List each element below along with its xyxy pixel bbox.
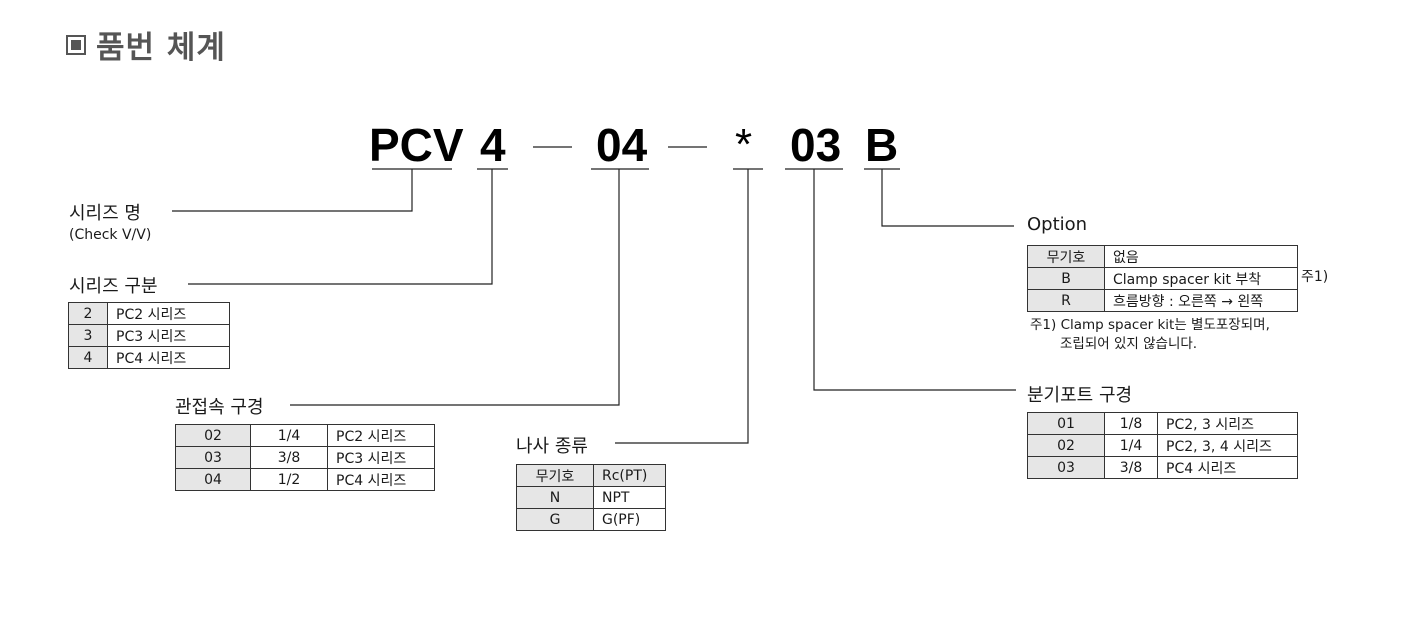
pipe-size-code: 02 <box>175 424 251 447</box>
pipe-size-code: 04 <box>175 468 251 491</box>
series-type-desc: PC3 시리즈 <box>107 324 230 347</box>
code-thread: * <box>735 120 753 169</box>
option-code: B <box>1027 267 1105 290</box>
thread-type-label: 나사 종류 <box>516 436 588 457</box>
branch-port-code: 03 <box>1027 456 1105 479</box>
option-footnote-ref: 주1) <box>1301 269 1329 285</box>
series-type-desc: PC2 시리즈 <box>107 302 230 325</box>
pipe-size-label: 관접속 구경 <box>175 397 264 418</box>
option-code: 무기호 <box>1027 245 1105 268</box>
leader-branch-port <box>813 169 1016 391</box>
leader-series-name <box>172 169 413 212</box>
thread-type-code: G <box>516 508 594 531</box>
page-title: 품번 체계 <box>66 22 226 67</box>
table-row: 03 3/8 PC3 시리즈 <box>175 446 435 469</box>
branch-port-size: 1/8 <box>1104 412 1158 435</box>
thread-type-table: 무기호 Rc(PT) N NPT G G(PF) <box>516 464 666 531</box>
table-row: 01 1/8 PC2, 3 시리즈 <box>1027 412 1298 435</box>
option-label: Option <box>1027 214 1088 235</box>
thread-type-desc: G(PF) <box>593 508 666 531</box>
pipe-size-size: 1/2 <box>250 468 328 491</box>
leader-pipe-size <box>290 169 620 406</box>
series-name-label: 시리즈 명 <box>69 203 141 224</box>
table-row: G G(PF) <box>516 508 666 531</box>
branch-port-table: 01 1/8 PC2, 3 시리즈 02 1/4 PC2, 3, 4 시리즈 0… <box>1027 412 1298 479</box>
table-row: 3 PC3 시리즈 <box>68 324 230 347</box>
branch-port-code: 02 <box>1027 434 1105 457</box>
table-row: 4 PC4 시리즈 <box>68 346 230 369</box>
option-desc: Clamp spacer kit 부착 <box>1104 267 1298 290</box>
option-desc: 없음 <box>1104 245 1298 268</box>
thread-type-code: N <box>516 486 594 509</box>
code-series: PCV <box>369 119 464 171</box>
branch-port-label: 분기포트 구경 <box>1027 385 1133 406</box>
pipe-size-size: 1/4 <box>250 424 328 447</box>
option-code: R <box>1027 289 1105 312</box>
thread-type-desc: Rc(PT) <box>593 464 666 487</box>
page-title-text: 품번 체계 <box>96 30 226 66</box>
series-type-code: 4 <box>68 346 108 369</box>
table-row: 04 1/2 PC4 시리즈 <box>175 468 435 491</box>
table-row: 02 1/4 PC2, 3, 4 시리즈 <box>1027 434 1298 457</box>
table-row: 02 1/4 PC2 시리즈 <box>175 424 435 447</box>
leader-series-type <box>188 169 493 285</box>
branch-port-desc: PC4 시리즈 <box>1157 456 1298 479</box>
code-option: B <box>865 119 899 171</box>
table-row: 무기호 Rc(PT) <box>516 464 666 487</box>
leader-option <box>881 169 1014 227</box>
branch-port-desc: PC2, 3 시리즈 <box>1157 412 1298 435</box>
pipe-size-desc: PC2 시리즈 <box>327 424 435 447</box>
branch-port-size: 1/4 <box>1104 434 1158 457</box>
pipe-size-code: 03 <box>175 446 251 469</box>
square-marker-icon <box>66 35 86 55</box>
branch-port-code: 01 <box>1027 412 1105 435</box>
leader-thread-type <box>615 169 749 444</box>
series-type-code: 3 <box>68 324 108 347</box>
table-row: 2 PC2 시리즈 <box>68 302 230 325</box>
code-port: 04 <box>596 119 648 171</box>
branch-port-desc: PC2, 3, 4 시리즈 <box>1157 434 1298 457</box>
option-table: 무기호 없음 B Clamp spacer kit 부착 R 흐름방향 : 오른… <box>1027 245 1298 312</box>
series-type-label: 시리즈 구분 <box>69 276 158 297</box>
table-row: 무기호 없음 <box>1027 245 1298 268</box>
table-row: R 흐름방향 : 오른쪽 → 왼쪽 <box>1027 289 1298 312</box>
series-type-code: 2 <box>68 302 108 325</box>
pipe-size-size: 3/8 <box>250 446 328 469</box>
branch-port-size: 3/8 <box>1104 456 1158 479</box>
pipe-size-desc: PC3 시리즈 <box>327 446 435 469</box>
option-desc: 흐름방향 : 오른쪽 → 왼쪽 <box>1104 289 1298 312</box>
series-name-sub: (Check V/V) <box>69 227 152 243</box>
option-note-line2: 조립되어 있지 않습니다. <box>1060 336 1198 352</box>
table-row: B Clamp spacer kit 부착 <box>1027 267 1298 290</box>
series-type-desc: PC4 시리즈 <box>107 346 230 369</box>
code-size: 4 <box>480 119 506 171</box>
option-note-line1: 주1) Clamp spacer kit는 별도포장되며, <box>1030 317 1270 333</box>
code-branch: 03 <box>790 119 842 171</box>
table-row: N NPT <box>516 486 666 509</box>
pipe-size-table: 02 1/4 PC2 시리즈 03 3/8 PC3 시리즈 04 1/2 PC4… <box>175 424 435 491</box>
thread-type-desc: NPT <box>593 486 666 509</box>
pipe-size-desc: PC4 시리즈 <box>327 468 435 491</box>
series-type-table: 2 PC2 시리즈 3 PC3 시리즈 4 PC4 시리즈 <box>68 302 230 369</box>
table-row: 03 3/8 PC4 시리즈 <box>1027 456 1298 479</box>
thread-type-code: 무기호 <box>516 464 594 487</box>
